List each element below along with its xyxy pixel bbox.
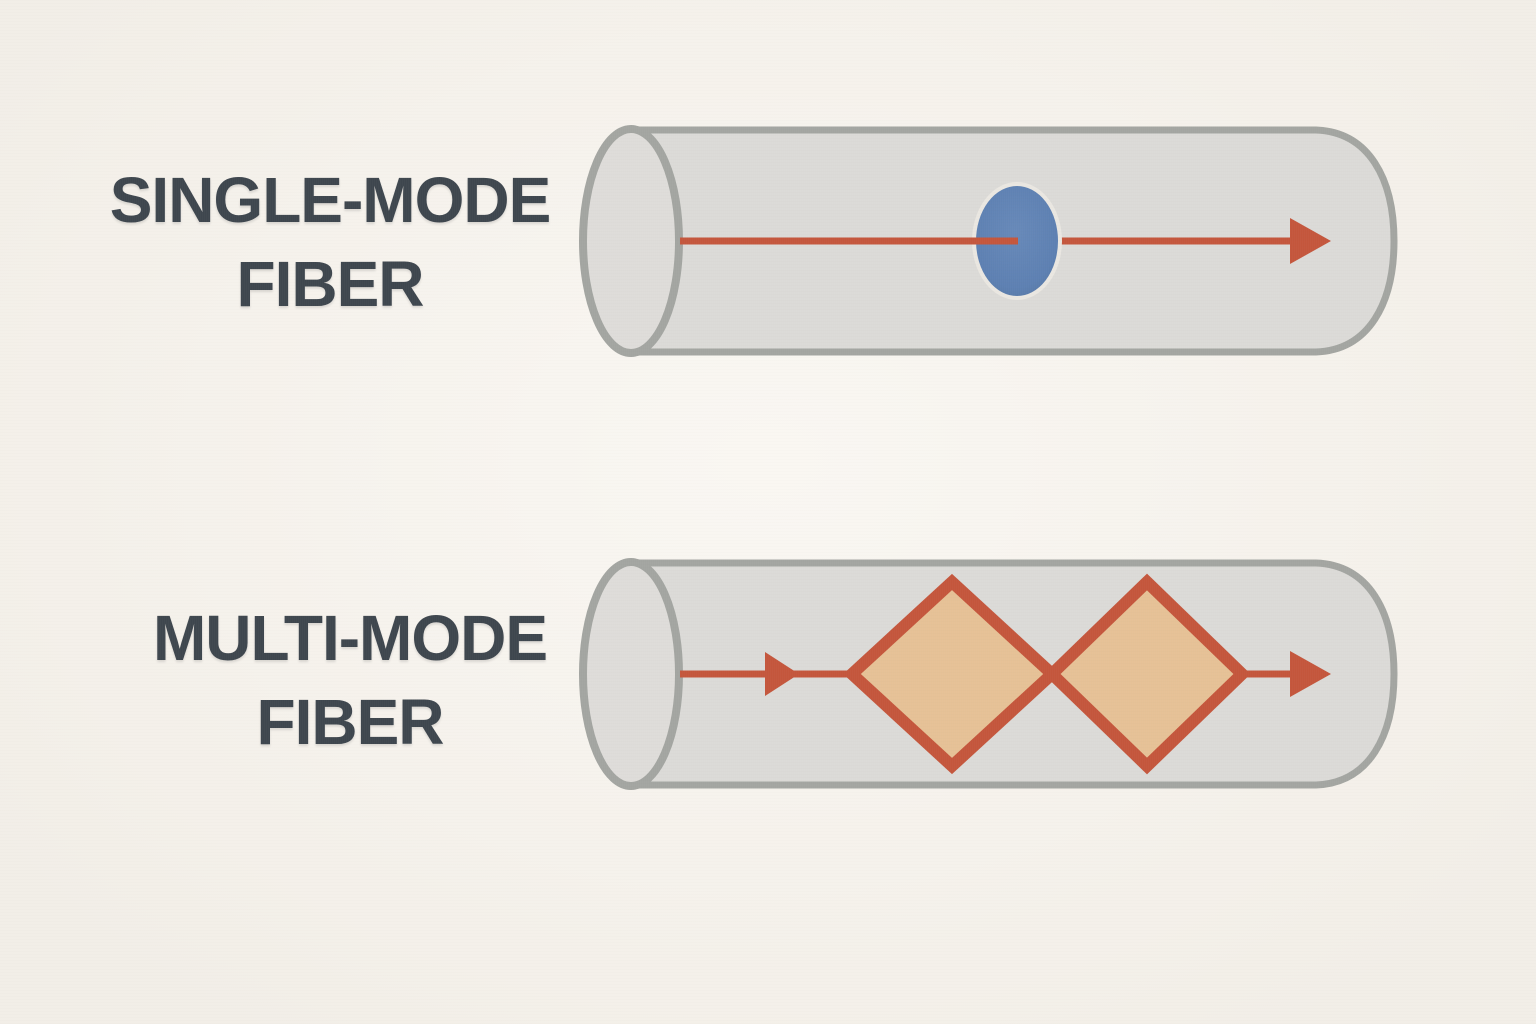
single-mode-label-line1: SINGLE-MODE — [109, 164, 552, 236]
multi-mode-fiber-illustration — [579, 558, 1398, 790]
arrowhead-icon — [1290, 651, 1331, 697]
single-mode-label: SINGLE-MODE FIBER — [30, 158, 630, 326]
multi-mode-label: MULTI-MODE FIBER — [50, 596, 650, 764]
single-mode-fiber-illustration — [579, 125, 1398, 357]
single-mode-label-line2: FIBER — [236, 248, 425, 320]
single-mode-cylinder-end-cap — [579, 125, 683, 357]
multi-mode-cylinder-end-cap — [579, 558, 683, 790]
multi-mode-label-line2: FIBER — [256, 686, 445, 758]
mid-arrowhead-icon — [765, 652, 799, 696]
arrowhead-icon — [1290, 218, 1331, 264]
multi-mode-label-line1: MULTI-MODE — [152, 602, 548, 674]
